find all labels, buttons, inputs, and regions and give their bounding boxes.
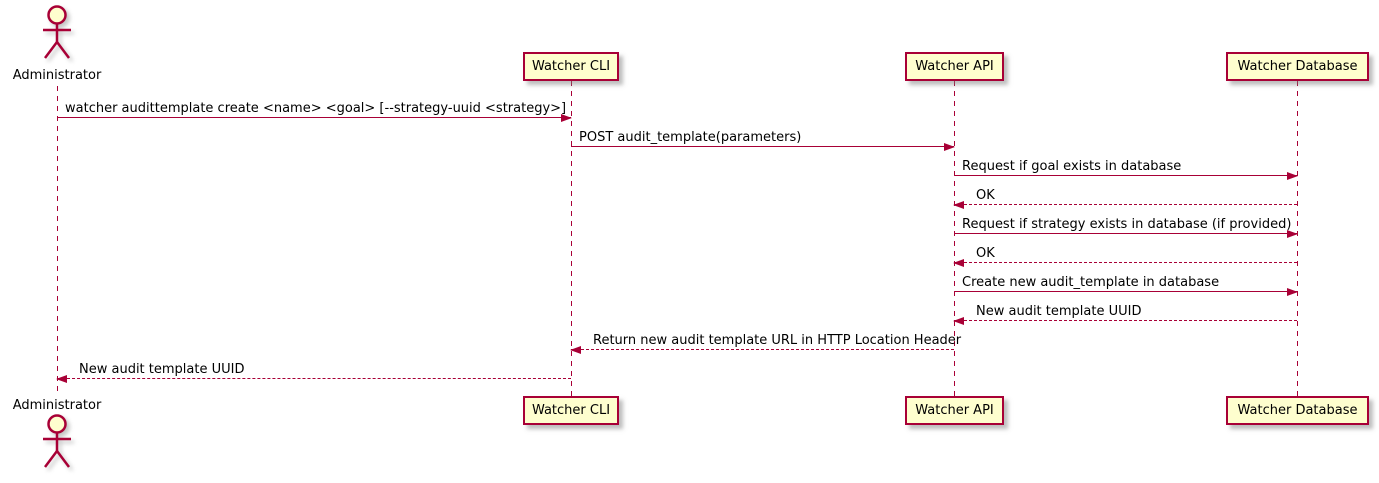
participant-box-watcher-api-top: Watcher API [905,52,1004,81]
message-label: Return new audit template URL in HTTP Lo… [593,333,962,348]
arrowhead-icon [953,317,964,325]
arrowhead-icon [56,375,67,383]
message-label: New audit template UUID [976,304,1142,319]
message-arrow [57,114,572,122]
message-arrow [953,317,1297,325]
arrowhead-icon [1287,288,1298,296]
message-label: Request if strategy exists in database (… [962,217,1292,232]
message-label: watcher audittemplate create <name> <goa… [65,101,567,116]
participant-box-watcher-database-bottom: Watcher Database [1226,396,1369,425]
message-label: POST audit_template(parameters) [579,130,802,145]
message-arrow [954,288,1298,296]
participant-box-watcher-api-bottom: Watcher API [905,396,1004,425]
actor-label-administrator-top: Administrator [12,68,102,83]
arrowhead-icon [561,114,572,122]
message-arrow [954,230,1298,238]
message-return-url-location-header: Return new audit template URL in HTTP Lo… [570,333,962,354]
lifeline-administrator [57,86,58,396]
message-ok-strategy: OK [953,246,1297,267]
message-label: New audit template UUID [79,362,245,377]
arrowhead-icon [953,259,964,267]
message-ok-goal: OK [953,188,1297,209]
actor-label-administrator-bottom: Administrator [12,398,102,413]
message-label: Create new audit_template in database [962,275,1220,290]
message-label: OK [976,188,995,203]
message-new-uuid-from-db: New audit template UUID [953,304,1297,325]
arrowhead-icon [953,201,964,209]
participant-box-watcher-cli-top: Watcher CLI [523,52,619,81]
arrowhead-icon [1287,172,1298,180]
message-request-goal-exists: Request if goal exists in database [954,159,1298,180]
actor-icon [43,5,71,59]
message-arrow [954,172,1298,180]
message-arrow [570,346,954,354]
actor-icon [43,414,71,468]
message-request-strategy-exists: Request if strategy exists in database (… [954,217,1298,238]
arrowhead-icon [1287,230,1298,238]
lifeline-watcher-cli [571,81,572,396]
arrowhead-icon [570,346,581,354]
message-arrow [953,201,1297,209]
message-arrow [56,375,571,383]
message-arrow [953,259,1297,267]
message-create-audit-template-db: Create new audit_template in database [954,275,1298,296]
lifeline-watcher-database [1297,81,1298,396]
participant-box-watcher-database-top: Watcher Database [1226,52,1369,81]
message-create-audittemplate: watcher audittemplate create <name> <goa… [57,101,572,122]
message-label: Request if goal exists in database [962,159,1182,174]
lifeline-watcher-api [954,81,955,396]
message-arrow [571,143,955,151]
message-new-uuid-to-admin: New audit template UUID [56,362,571,383]
message-post-audit-template: POST audit_template(parameters) [571,130,955,151]
message-label: OK [976,246,995,261]
arrowhead-icon [944,143,955,151]
participant-box-watcher-cli-bottom: Watcher CLI [523,396,619,425]
